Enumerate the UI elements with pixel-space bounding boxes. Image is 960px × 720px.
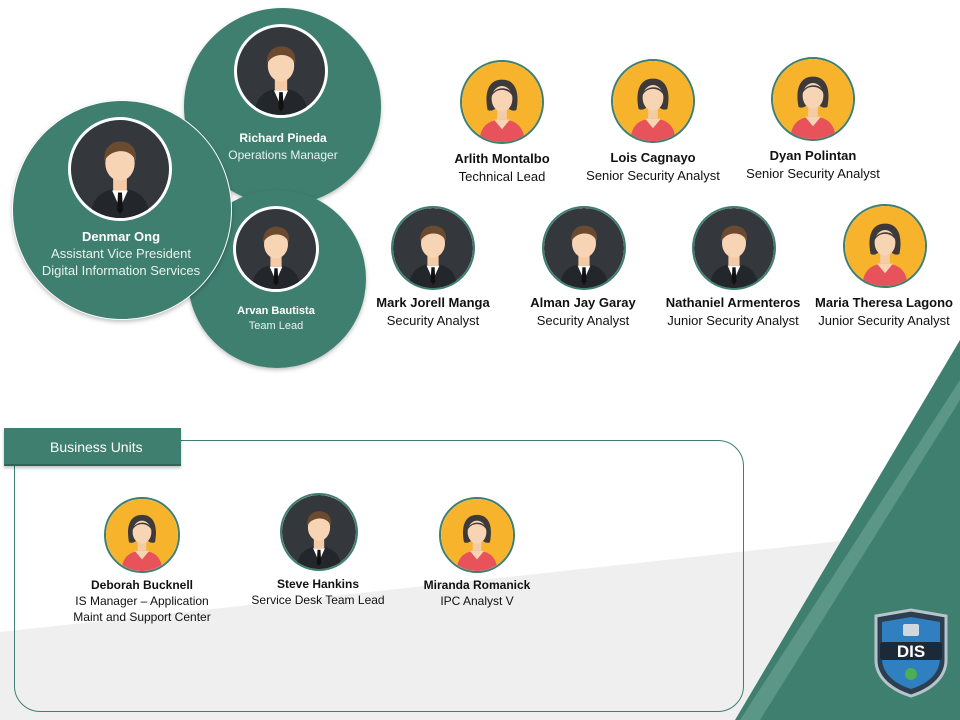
male-avatar-icon	[393, 208, 473, 288]
male-avatar-icon	[544, 208, 624, 288]
denmar-avatar	[68, 117, 172, 221]
female-avatar-icon	[106, 499, 178, 571]
arvan-title: Team Lead	[248, 320, 304, 332]
female-avatar-icon	[845, 206, 925, 286]
denmar-title-line1: Assistant Vice President	[51, 246, 191, 261]
mark-title: Security Analyst	[386, 313, 480, 328]
deborah-name: Deborah Bucknell	[90, 578, 194, 592]
business-units-label: Business Units	[4, 428, 181, 466]
miranda-avatar	[439, 497, 515, 573]
arvan-avatar	[233, 206, 319, 292]
female-avatar-icon	[441, 499, 513, 571]
richard-title: Operations Manager	[228, 148, 338, 162]
business-units-frame	[14, 440, 744, 712]
maria-theresa-avatar	[843, 204, 927, 288]
deborah-title-line1: IS Manager – Application	[75, 594, 209, 608]
male-avatar-icon	[237, 27, 325, 115]
male-avatar-icon	[694, 208, 774, 288]
maria-theresa-title: Junior Security Analyst	[818, 313, 950, 328]
nathaniel-avatar	[692, 206, 776, 290]
lois-name: Lois Cagnayo	[610, 150, 696, 165]
nathaniel-title: Junior Security Analyst	[667, 313, 799, 328]
richard-name: Richard Pineda	[239, 131, 327, 145]
denmar-title-line2: Digital Information Services	[41, 263, 201, 278]
male-avatar-icon	[236, 209, 316, 289]
arlith-avatar	[460, 60, 544, 144]
mark-name: Mark Jorell Manga	[376, 295, 490, 310]
denmar-name: Denmar Ong	[81, 229, 161, 244]
female-avatar-icon	[773, 59, 853, 139]
lois-avatar	[611, 59, 695, 143]
alman-avatar	[542, 206, 626, 290]
arlith-title: Technical Lead	[458, 169, 546, 184]
alman-name: Alman Jay Garay	[530, 295, 636, 310]
mark-avatar	[391, 206, 475, 290]
male-avatar-icon	[71, 120, 169, 218]
dyan-name: Dyan Polintan	[769, 148, 857, 163]
deborah-avatar	[104, 497, 180, 573]
richard-avatar	[234, 24, 328, 118]
steve-avatar	[280, 493, 358, 571]
female-avatar-icon	[462, 62, 542, 142]
dyan-avatar	[771, 57, 855, 141]
maria-theresa-name: Maria Theresa Lagono	[815, 295, 953, 310]
logo-text: DIS	[897, 642, 925, 661]
lois-title: Senior Security Analyst	[586, 168, 720, 183]
steve-name: Steve Hankins	[276, 577, 360, 591]
nathaniel-name: Nathaniel Armenteros	[665, 295, 801, 310]
deborah-title-line2: Maint and Support Center	[73, 610, 211, 624]
miranda-name: Miranda Romanick	[423, 578, 531, 592]
dis-shield-logo: DIS	[874, 608, 948, 698]
miranda-title: IPC Analyst V	[440, 594, 514, 608]
female-avatar-icon	[613, 61, 693, 141]
male-avatar-icon	[282, 495, 356, 569]
dyan-title: Senior Security Analyst	[746, 166, 880, 181]
steve-title: Service Desk Team Lead	[251, 593, 385, 607]
arlith-name: Arlith Montalbo	[454, 151, 550, 166]
arvan-name: Arvan Bautista	[237, 305, 315, 317]
alman-title: Security Analyst	[536, 313, 630, 328]
